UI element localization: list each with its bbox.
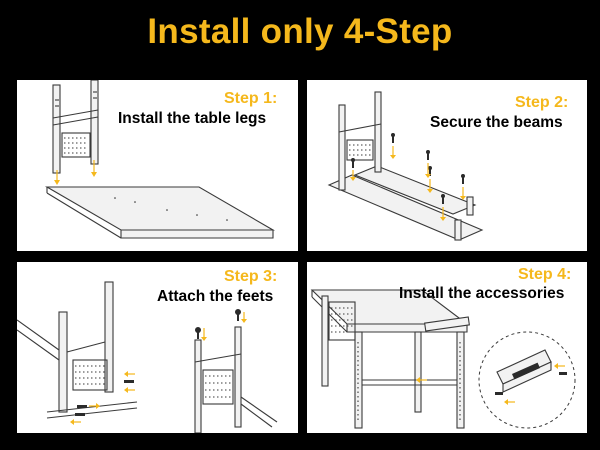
step-2-panel: Step 2: Secure the beams xyxy=(307,80,587,251)
step-3-panel: Step 3: Attach the feets xyxy=(17,262,298,433)
page-title: Install only 4-Step xyxy=(147,12,453,51)
step-1-description: Install the table legs xyxy=(118,110,267,127)
step-3-illustration xyxy=(17,281,278,433)
step-4-label: Step 4: xyxy=(518,266,572,283)
step-1-illustration xyxy=(44,80,276,239)
step-2-label: Step 2: xyxy=(515,94,569,111)
step-4-panel: Step 4: Install the accessories xyxy=(307,262,587,433)
step-4-illustration xyxy=(310,289,576,429)
step-4-description: Install the accessories xyxy=(399,285,565,302)
step-3-label: Step 3: xyxy=(224,268,278,285)
step-1-label: Step 1: xyxy=(224,90,278,107)
step-1-panel: Step 1: Install the table legs xyxy=(17,80,298,251)
step-2-description: Secure the beams xyxy=(430,114,563,131)
step-2-illustration xyxy=(327,91,484,241)
step-3-description: Attach the feets xyxy=(157,288,274,305)
